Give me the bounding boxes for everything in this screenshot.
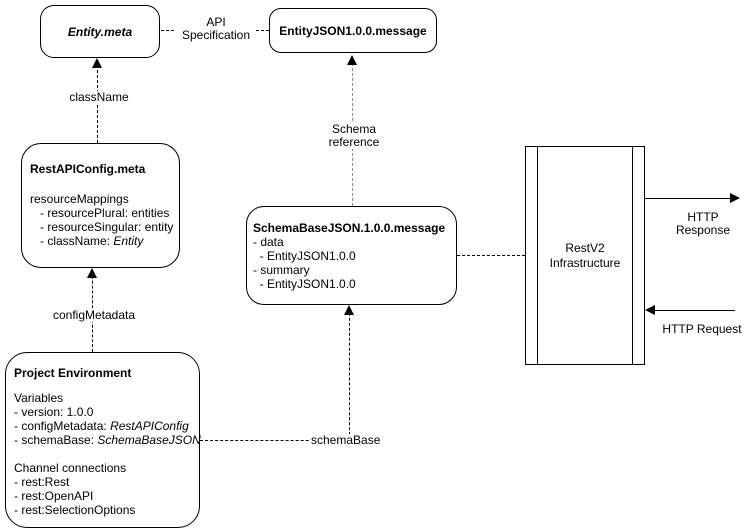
node-text-line: - summary — [253, 263, 310, 277]
edge-configmetadata-label[interactable]: configMetadata — [49, 309, 139, 322]
edge-http-response-label[interactable]: HTTP Response — [657, 211, 749, 237]
node-rest-api-config[interactable]: RestAPIConfig.meta resourceMappings - re… — [21, 143, 180, 268]
node-text-line: Variables — [14, 391, 64, 405]
edge-http-request-label[interactable]: HTTP Request — [659, 323, 745, 336]
edge-http-response-arrowhead — [730, 193, 740, 203]
node-text-line: - resourceSingular: entity — [30, 220, 174, 234]
node-text-line: - rest:OpenAPI — [14, 489, 94, 503]
edge-schemabase-arrowhead — [344, 305, 354, 315]
node-restv2-infrastructure[interactable]: RestV2 Infrastructure — [525, 146, 645, 365]
node-text-line: resourceMappings — [30, 192, 129, 206]
node-text-line: - EntityJSON1.0.0 — [253, 249, 356, 263]
node-text-line: - data — [253, 235, 284, 249]
node-entity-meta-title: Entity.meta — [67, 24, 133, 39]
edge-schema-reference-arrowhead — [347, 55, 357, 65]
node-text-line: - version: 1.0.0 — [14, 405, 94, 419]
node-project-environment-title: Project Environment — [14, 366, 132, 380]
node-text-line: Channel connections — [14, 461, 127, 475]
edge-http-request-arrowhead — [645, 305, 655, 315]
edge-http-request-line[interactable] — [650, 310, 735, 311]
node-schema-base-title: SchemaBaseJSON.1.0.0.message — [253, 221, 446, 235]
node-entity-json-title: EntityJSON1.0.0.message — [279, 23, 427, 38]
node-entity-meta[interactable]: Entity.meta — [40, 5, 160, 58]
node-restv2-title: RestV2 Infrastructure — [549, 240, 621, 270]
node-text-line — [14, 447, 193, 461]
edge-classname-label[interactable]: className — [58, 91, 140, 104]
edge-classname-arrowhead — [92, 58, 102, 68]
edge-configmetadata-arrowhead — [87, 268, 97, 278]
node-rest-api-config-title: RestAPIConfig.meta — [30, 162, 146, 176]
edge-schemabase-label[interactable]: schemaBase — [309, 433, 381, 447]
node-text-line: - className: Entity — [30, 234, 144, 248]
node-text-line: - rest:SelectionOptions — [14, 503, 136, 517]
edge-schemabase-vline[interactable] — [349, 308, 350, 440]
node-project-environment[interactable]: Project Environment Variables - version:… — [5, 352, 201, 528]
edge-schemabase-restv2-line[interactable] — [457, 255, 525, 256]
edge-api-specification-label[interactable]: API Specification — [176, 16, 256, 42]
component-bar-left — [537, 147, 538, 364]
node-entity-json[interactable]: EntityJSON1.0.0.message — [269, 8, 437, 53]
edge-schema-reference-label[interactable]: Schema reference — [303, 123, 405, 149]
node-text-line: - schemaBase: SchemaBaseJSON — [14, 433, 201, 447]
component-bar-right — [632, 147, 633, 364]
node-text-line: - rest:Rest — [14, 475, 70, 489]
node-text-line: - EntityJSON1.0.0 — [253, 277, 356, 291]
edge-schemabase-hline[interactable] — [200, 440, 349, 441]
edge-http-response-line[interactable] — [645, 198, 732, 199]
node-schema-base[interactable]: SchemaBaseJSON.1.0.0.message - data - En… — [246, 206, 457, 305]
node-text-line: - resourcePlural: entities — [30, 206, 170, 220]
node-text-line: - configMetadata: RestAPIConfig — [14, 419, 189, 433]
